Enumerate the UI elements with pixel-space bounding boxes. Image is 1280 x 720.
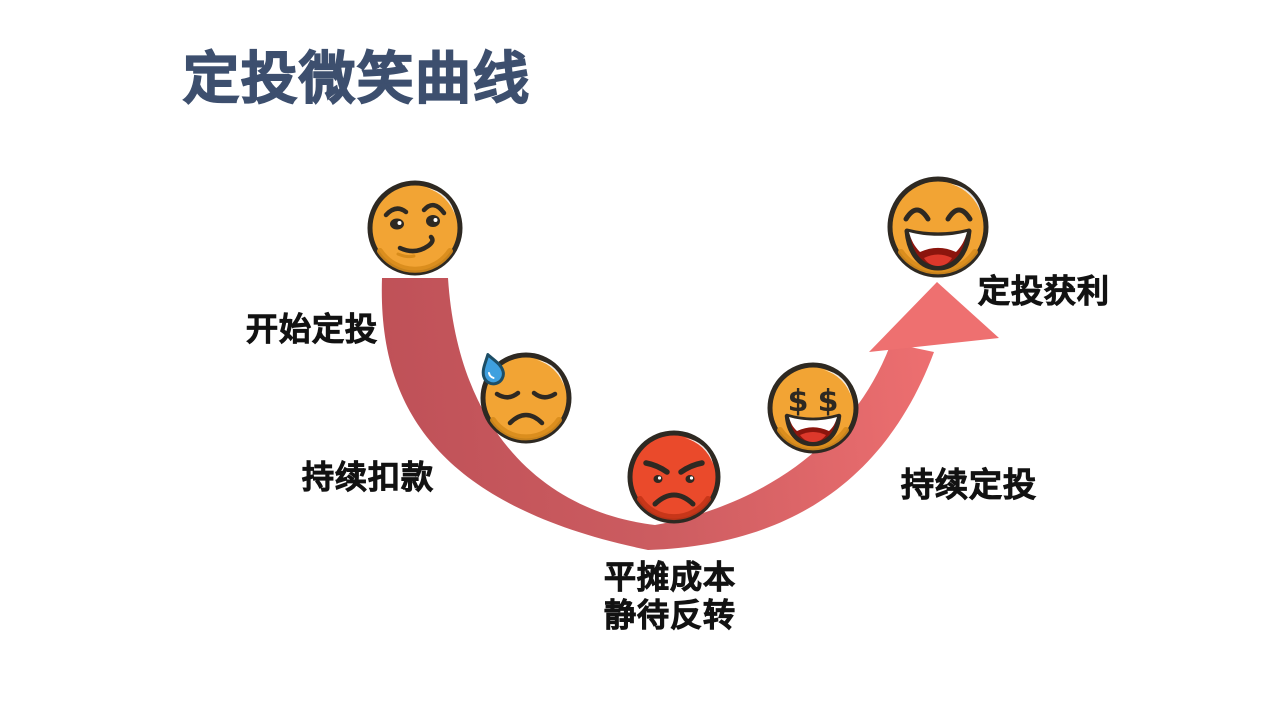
worried-sweat-face-icon <box>480 352 572 444</box>
stage-label-start-investing: 开始定投 <box>246 311 379 348</box>
sweat-drop-icon <box>481 353 505 386</box>
stage-label-profit: 定投获利 <box>978 273 1111 310</box>
laughing-face-icon <box>887 176 989 278</box>
stage-label-average-cost-line1: 平摊成本 <box>603 559 736 596</box>
dollar-eye-left: $ <box>788 384 809 419</box>
stage-label-average-cost-line2: 静待反转 <box>603 597 736 634</box>
smirk-face-icon <box>367 180 463 276</box>
stage-label-keep-investing: 持续定投 <box>901 466 1037 504</box>
up-arrow-icon <box>869 282 999 352</box>
angry-face-icon <box>627 430 721 524</box>
stage-label-keep-deducting: 持续扣款 <box>302 459 435 496</box>
stage-label-average-cost: 平摊成本 静待反转 <box>588 558 752 634</box>
dollar-eye-right: $ <box>818 384 839 419</box>
money-eyes-face-icon: $ $ <box>767 362 859 454</box>
smile-curve-path <box>381 278 934 550</box>
page-title: 定投微笑曲线 <box>182 46 531 111</box>
